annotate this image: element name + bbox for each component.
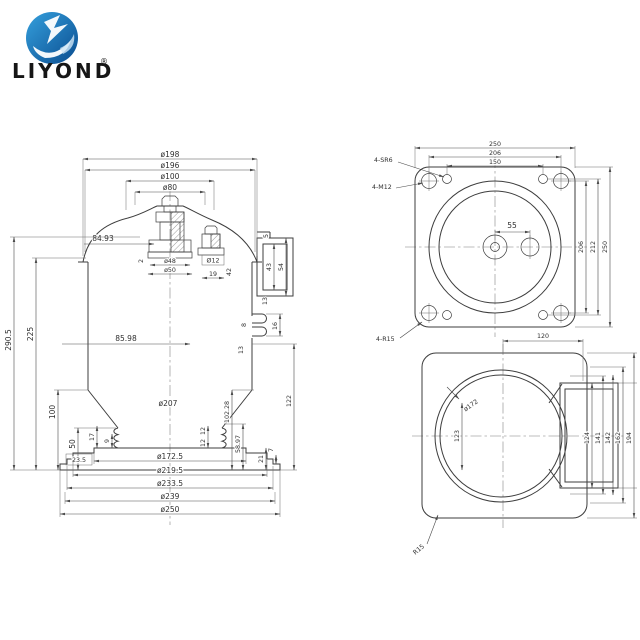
label-4sr6: 4-SR6 — [374, 157, 393, 164]
dim-8: 8 — [241, 323, 248, 327]
dim-d196: ø196 — [161, 161, 180, 170]
dim-100: 100 — [48, 405, 57, 420]
logo-swoosh-icon — [33, 40, 71, 58]
dim-194: 194 — [626, 432, 633, 444]
dim-206v: 206 — [578, 241, 585, 253]
dim-13a: 13 — [262, 297, 269, 305]
dim-d50: ø50 — [164, 267, 176, 274]
dim-d198: ø198 — [161, 150, 180, 159]
dim-21: 21 — [258, 455, 265, 463]
brand-name: LIYOND — [12, 59, 114, 83]
dim-8493: 84.93 — [92, 234, 114, 243]
dim-d207: ø207 — [159, 399, 178, 408]
dim-141: 141 — [595, 432, 602, 444]
dim-206h: 206 — [489, 150, 501, 157]
dim-d2335: ø233.5 — [157, 479, 183, 488]
registered-mark: ® — [100, 57, 108, 66]
dim-2905: 290.5 — [4, 329, 13, 351]
center-terminal-stud — [147, 195, 193, 259]
dim-d172: ø172 — [463, 398, 480, 413]
label-4r15: 4-R15 — [376, 336, 395, 343]
dim-d12: Ø12 — [207, 257, 220, 265]
label-4m12: 4-M12 — [372, 184, 392, 191]
dim-10228: 102.28 — [224, 401, 231, 423]
dim-12a: 12 — [200, 427, 207, 435]
logo: LIYOND ® — [12, 12, 114, 83]
dim-43: 43 — [266, 263, 273, 271]
logo-bird-icon — [44, 15, 68, 44]
dim-123: 123 — [454, 430, 461, 442]
dim-150h: 150 — [489, 159, 501, 166]
top-flange-view: 250 206 150 55 206 212 250 4-SR6 4-M12 4… — [371, 140, 613, 344]
dim-d250: ø250 — [161, 505, 180, 514]
dim-17: 17 — [89, 433, 96, 441]
dim-250v: 250 — [602, 241, 609, 253]
dim-212v: 212 — [590, 241, 597, 253]
dim-5897: 58.97 — [235, 435, 242, 453]
dim-d48: ø48 — [164, 258, 176, 265]
bottom-opening-view: 120 123 ø172 124 141 142 162 194 R15 — [411, 332, 637, 558]
logo-swoosh2-icon — [60, 34, 75, 54]
dim-d100: ø100 — [161, 172, 180, 181]
dim-9: 9 — [104, 439, 111, 443]
dim-7: 7 — [268, 448, 275, 452]
dim-120: 120 — [537, 333, 549, 340]
dim-r15: R15 — [412, 543, 426, 556]
dim-55: 55 — [507, 221, 517, 230]
dim-50: 50 — [68, 439, 77, 449]
side-terminal-stud — [197, 225, 225, 256]
dim-250h: 250 — [489, 141, 501, 148]
dim-16: 16 — [272, 322, 279, 330]
dim-225: 225 — [26, 327, 35, 342]
dim-d2195: ø219.5 — [157, 466, 183, 475]
front-section-view: ø198 ø196 ø100 ø80 84.93 85.98 2 ø48 ø50… — [3, 149, 297, 525]
dim-2: 2 — [138, 259, 145, 263]
dim-13b: 13 — [238, 346, 245, 354]
dim-235: 23.5 — [72, 457, 86, 464]
dim-122: 122 — [286, 395, 293, 407]
front-outline — [59, 205, 294, 471]
dim-142: 142 — [605, 432, 612, 444]
dim-d1725: ø172.5 — [157, 452, 183, 461]
dim-12b: 12 — [200, 439, 207, 447]
dim-d80: ø80 — [163, 183, 177, 192]
dim-54: 54 — [278, 263, 285, 271]
dim-d239: ø239 — [161, 492, 180, 501]
dim-42: 42 — [226, 268, 233, 276]
dim-162: 162 — [615, 432, 622, 444]
dim-5: 5 — [263, 234, 270, 238]
dim-19: 19 — [209, 271, 217, 278]
dim-124: 124 — [584, 432, 591, 444]
dim-8598: 85.98 — [115, 334, 137, 343]
